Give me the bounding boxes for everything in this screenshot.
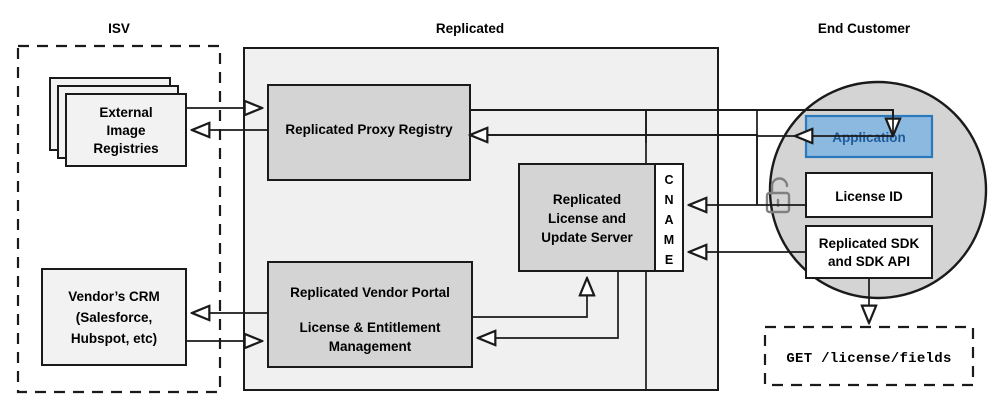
replicated-proxy-registry-box — [267, 84, 471, 181]
vendor-crm-label-line1: Vendor’s CRM — [68, 289, 160, 304]
cname-letter-a: A — [664, 213, 673, 227]
vendor-crm-box — [41, 268, 187, 366]
replicated-proxy-registry-label: Replicated Proxy Registry — [285, 122, 453, 137]
zone-title-isv: ISV — [108, 21, 130, 36]
vendor-crm[interactable]: Vendor’s CRM (Salesforce, Hubspot, etc) — [41, 268, 187, 366]
connector-return-to-proxy-registry — [476, 134, 758, 205]
cname-strip[interactable]: C N A M E — [654, 163, 684, 272]
replicated-sdk-label-line2: and SDK API — [828, 254, 910, 269]
external-image-registries-label-line1: External — [99, 105, 152, 120]
replicated-license-update-server-label-line1: Replicated — [553, 192, 621, 207]
replicated-license-update-server-label-line3: Update Server — [541, 230, 633, 245]
replicated-license-update-server-label-line2: License and — [548, 211, 626, 226]
application-label: Application — [832, 130, 906, 145]
replicated-sdk-label-line1: Replicated SDK — [819, 236, 920, 251]
arrow-vendor-portal-to-license-server — [472, 278, 587, 318]
license-id-label: License ID — [835, 189, 903, 204]
replicated-license-update-server[interactable]: Replicated License and Update Server — [518, 163, 656, 272]
zone-title-end-customer: End Customer — [818, 21, 911, 36]
isv-zone-boundary — [16, 44, 222, 394]
license-id-box — [805, 172, 933, 218]
cname-letter-m: M — [664, 233, 674, 247]
license-id[interactable]: License ID — [805, 172, 933, 218]
connector-proxy-registry-to-application — [470, 109, 894, 137]
replicated-vendor-portal-box — [267, 261, 473, 368]
external-image-registries[interactable]: External Image Registries — [49, 77, 187, 167]
replicated-sdk-box — [805, 225, 933, 279]
external-image-registries-label-line3: Registries — [93, 141, 158, 156]
get-license-fields-label: GET /license/fields — [786, 351, 951, 367]
cname-letter-n: N — [664, 193, 673, 207]
replicated-vendor-portal-label-line1: Replicated Vendor Portal — [290, 285, 450, 300]
vendor-crm-label-line3: Hubspot, etc) — [71, 331, 157, 346]
replicated-vendor-portal-label-line2: License & Entitlement — [299, 320, 441, 335]
zone-title-replicated: Replicated — [436, 21, 504, 36]
external-image-registries-label-line2: Image — [106, 123, 146, 138]
cname-strip-box — [654, 163, 684, 272]
replicated-vendor-portal-label-line3: Management — [329, 339, 412, 354]
replicated-sdk[interactable]: Replicated SDK and SDK API — [805, 225, 933, 279]
get-license-fields-box — [763, 325, 975, 387]
get-license-fields[interactable]: GET /license/fields — [763, 325, 975, 387]
external-image-registries-stack-front — [65, 93, 187, 167]
replicated-vendor-portal[interactable]: Replicated Vendor Portal License & Entit… — [267, 261, 473, 368]
cname-letter-e: E — [665, 253, 673, 267]
cname-letter-c: C — [664, 173, 673, 187]
replicated-proxy-registry[interactable]: Replicated Proxy Registry — [267, 84, 471, 181]
vendor-crm-label-line2: (Salesforce, — [76, 310, 153, 325]
arrow-license-server-to-vendor-portal — [478, 271, 619, 338]
